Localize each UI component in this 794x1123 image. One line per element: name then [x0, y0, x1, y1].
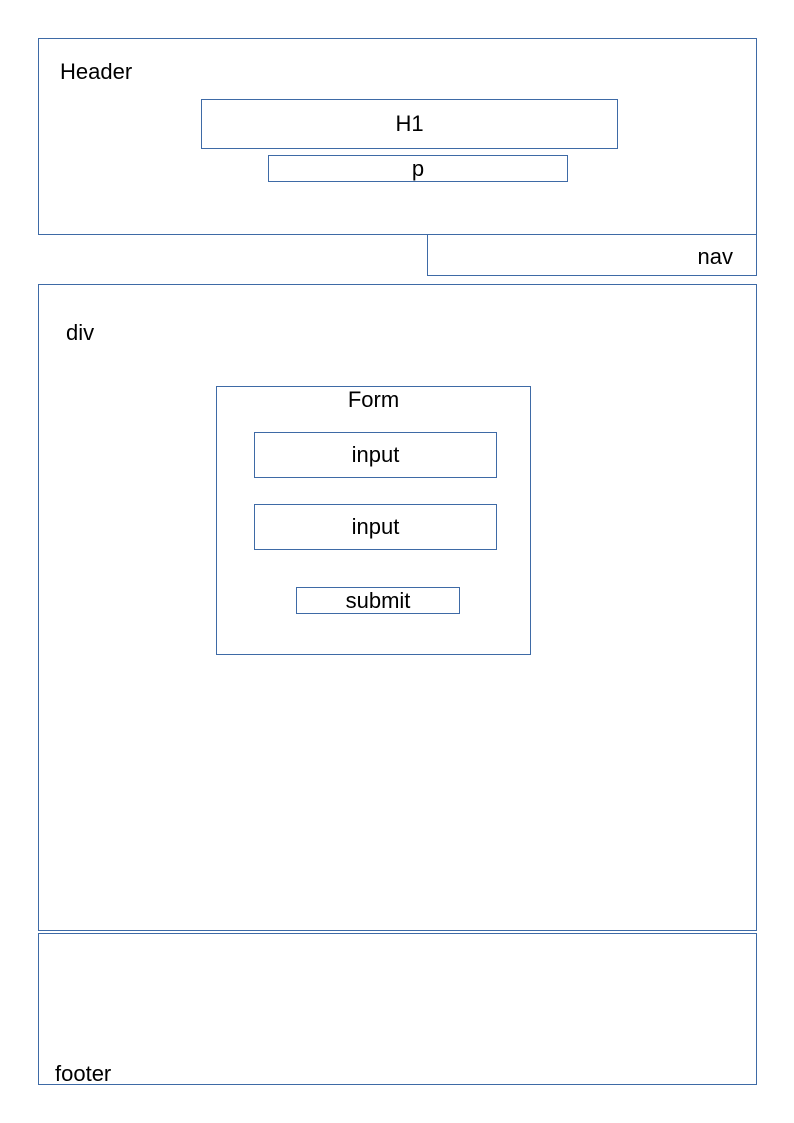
paragraph-block: p — [268, 155, 568, 182]
input-block-1: input — [254, 432, 497, 478]
submit-block: submit — [296, 587, 460, 614]
submit-label: submit — [345, 587, 411, 613]
input-label-2: input — [351, 514, 400, 539]
div-label: div — [66, 320, 95, 345]
paragraph-label: p — [411, 155, 425, 181]
form-label: Form — [347, 387, 400, 412]
h1-block: H1 — [201, 99, 618, 149]
header-label: Header — [60, 59, 133, 84]
footer-block: footer — [38, 933, 757, 1085]
form-block: Form input input submit — [216, 386, 531, 655]
input-label-1: input — [351, 442, 400, 467]
nav-block: nav — [427, 234, 757, 276]
h1-label: H1 — [395, 111, 424, 136]
nav-label: nav — [697, 244, 733, 269]
footer-label: footer — [55, 1061, 112, 1086]
input-block-2: input — [254, 504, 497, 550]
header-block: Header H1 p — [38, 38, 757, 235]
div-block: div Form input input submit — [38, 284, 757, 931]
